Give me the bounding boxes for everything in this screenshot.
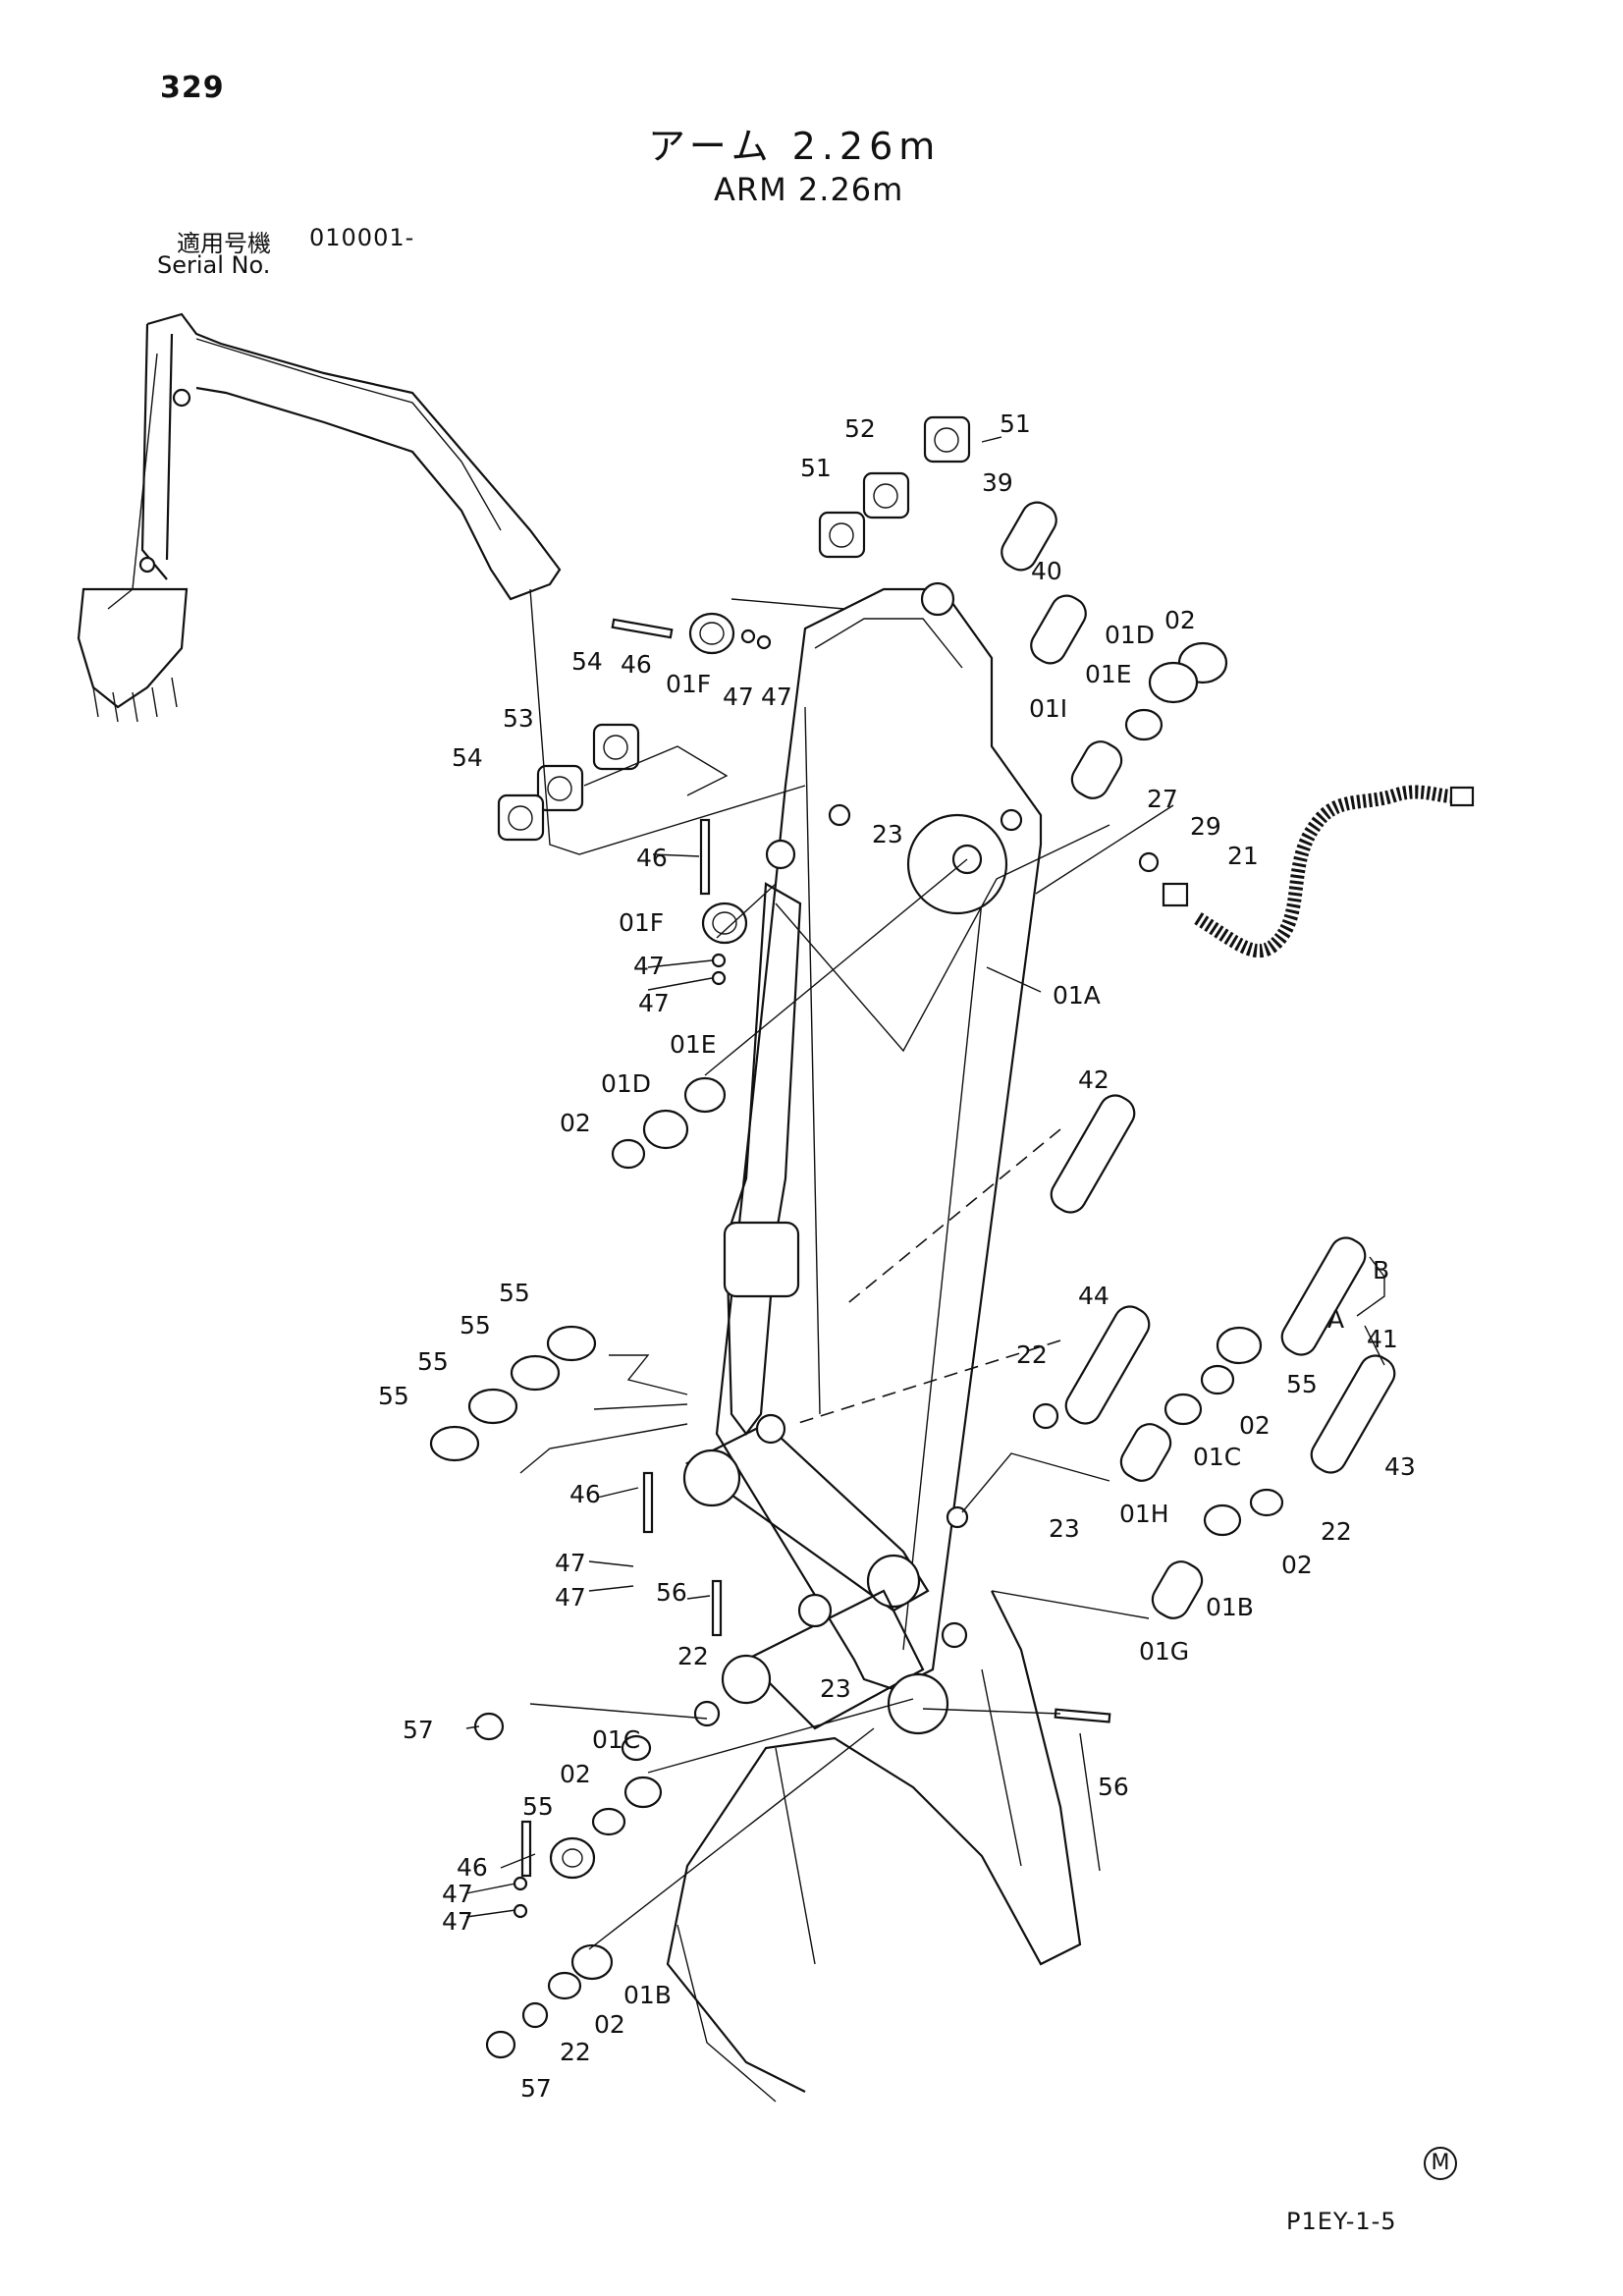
callout-51: 51 (1000, 410, 1031, 438)
callout-56: 56 (656, 1578, 687, 1607)
callout-55: 55 (499, 1279, 530, 1307)
callout-01e: 01E (670, 1030, 717, 1059)
callout-02: 02 (1164, 606, 1196, 634)
callout-46: 46 (636, 844, 668, 872)
linkage (682, 1413, 949, 1735)
callout-01c: 01C (592, 1725, 640, 1754)
callout-40: 40 (1031, 557, 1062, 585)
callout-01b: 01B (623, 1981, 672, 2009)
callout-02: 02 (594, 2010, 625, 2039)
title-english: ARM 2.26m (714, 171, 904, 208)
callout-01d: 01D (601, 1069, 651, 1098)
hydraulic-hose (1138, 785, 1475, 958)
callout-52: 52 (844, 414, 876, 443)
serial-label-english: Serial No. (157, 251, 271, 279)
leader-lines (465, 436, 1385, 1918)
callout-21: 21 (1227, 842, 1259, 870)
callout-53: 53 (503, 704, 534, 733)
callout-46: 46 (457, 1853, 488, 1882)
bucket (666, 1590, 1082, 2103)
serial-code: 010001- (309, 224, 415, 251)
document-code: P1EY-1-5 (1286, 2208, 1397, 2235)
serial-label-japanese: 適用号機 (177, 230, 271, 257)
callout-56: 56 (1098, 1773, 1129, 1801)
callout-46: 46 (569, 1480, 601, 1508)
callout-02: 02 (1239, 1411, 1271, 1440)
assembly-lines (519, 598, 1174, 1950)
callout-23: 23 (872, 820, 903, 848)
callout-01c: 01C (1193, 1443, 1241, 1471)
callout-47: 47 (442, 1880, 473, 1908)
callout-22: 22 (560, 2038, 591, 2066)
manufacturer-mark: M (1424, 2147, 1457, 2180)
bushings-rings-washers (429, 612, 1284, 2059)
callout-47: 47 (555, 1549, 586, 1577)
callout-01f: 01F (666, 670, 711, 698)
callout-47: 47 (761, 683, 792, 711)
callout-43: 43 (1384, 1452, 1416, 1481)
callout-labels: 51 52 51 39 40 02 01D 01E 01I 46 01F 47 … (378, 410, 1416, 2103)
callout-42: 42 (1078, 1066, 1109, 1094)
callout-44: 44 (1078, 1282, 1109, 1310)
callout-22: 22 (1016, 1340, 1048, 1369)
callout-22: 22 (677, 1642, 709, 1670)
callout-55: 55 (417, 1347, 449, 1376)
callout-b: B (1373, 1256, 1389, 1285)
callout-57: 57 (520, 2074, 552, 2103)
callout-22: 22 (1321, 1517, 1352, 1546)
callout-55: 55 (460, 1311, 491, 1339)
callout-a: A (1327, 1305, 1344, 1334)
callout-29: 29 (1190, 812, 1221, 841)
callout-01h: 01H (1119, 1500, 1169, 1528)
callout-41: 41 (1367, 1325, 1398, 1353)
callout-01f: 01F (619, 908, 664, 937)
callout-27: 27 (1147, 785, 1178, 813)
callout-55: 55 (1286, 1370, 1318, 1398)
arm-body (715, 581, 1043, 1691)
callout-01a: 01A (1053, 981, 1101, 1010)
callout-47: 47 (442, 1907, 473, 1936)
pins (520, 501, 1396, 1878)
page-number: 329 (160, 71, 225, 105)
shim-plates (497, 415, 971, 855)
callout-47: 47 (723, 683, 754, 711)
callout-55: 55 (378, 1382, 409, 1410)
callout-23: 23 (820, 1674, 851, 1703)
callout-02: 02 (560, 1109, 591, 1137)
callout-55: 55 (522, 1792, 554, 1821)
callout-01b: 01B (1206, 1593, 1254, 1621)
callout-47: 47 (633, 952, 665, 980)
excavator-inset (77, 312, 562, 723)
callout-01i: 01I (1029, 694, 1067, 723)
callout-54: 54 (452, 743, 483, 772)
callout-51: 51 (800, 454, 832, 482)
callout-23: 23 (1049, 1514, 1080, 1543)
callout-57: 57 (403, 1716, 434, 1744)
callout-01d: 01D (1105, 621, 1155, 649)
callout-46: 46 (621, 650, 652, 679)
callout-02: 02 (1281, 1551, 1313, 1579)
callout-47: 47 (555, 1583, 586, 1612)
callout-01g: 01G (1139, 1637, 1189, 1666)
callout-47: 47 (638, 989, 670, 1017)
callout-02: 02 (560, 1760, 591, 1788)
callout-54: 54 (571, 647, 603, 676)
callout-39: 39 (982, 468, 1013, 497)
callout-01e: 01E (1085, 660, 1132, 688)
title-japanese: アーム 2.26m (648, 125, 942, 168)
